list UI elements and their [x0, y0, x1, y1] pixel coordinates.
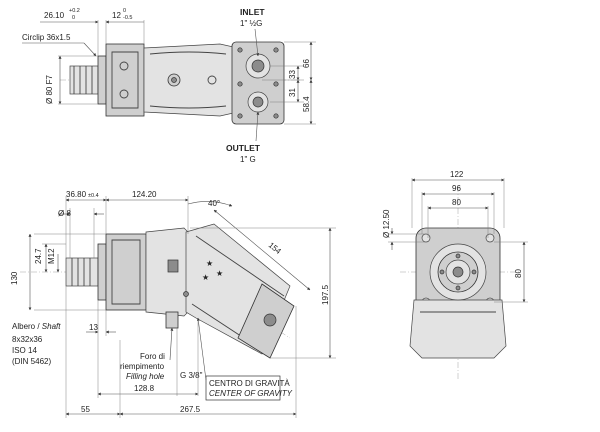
outlet-label: OUTLET [226, 143, 261, 153]
dim-24-7: 24.7 [34, 248, 43, 264]
dim-flange-tol-upper: +0.2 [69, 8, 80, 14]
star-icon: ★ [202, 273, 209, 282]
star-icon: ★ [206, 259, 213, 268]
dim-80-right: 80 [514, 269, 523, 278]
cog-box [205, 375, 281, 401]
pilot-diameter: Ø 80 F7 [45, 75, 54, 104]
dim-31: 31 [288, 88, 297, 97]
dim-80-top: 80 [452, 198, 461, 207]
outlet-size: 1" G [240, 155, 256, 164]
dim-shaft-step-tol-upper: 0 [123, 8, 126, 14]
circlip-label: Circlip 36x1.5 [22, 33, 71, 42]
dim-96: 96 [452, 184, 461, 193]
top-view: 26.10 +0.2 0 12 0 -0.5 Circlip 36x1.5 Ø … [22, 7, 316, 164]
cog-label-it: CENTRO DI GRAVITÀ [209, 379, 290, 388]
filling-hole-size: G 3/8" [180, 371, 203, 380]
dim-128-8: 128.8 [134, 384, 155, 393]
dim-angle: 40° [208, 199, 220, 208]
side-pilot [97, 243, 107, 301]
side-flange [105, 233, 147, 311]
dim-55: 55 [81, 405, 90, 414]
dim-197-5: 197.5 [321, 284, 330, 305]
filling-hole-boss [165, 311, 179, 329]
shaft-label: Albero / Shaft [12, 322, 61, 331]
side-shaft [65, 257, 99, 287]
dim-58-4: 58.4 [302, 96, 311, 112]
front-shaft [452, 266, 464, 278]
dim-267-5: 267.5 [180, 405, 201, 414]
dim-d8: Ø 8 [58, 209, 71, 218]
dim-36-80: 36.80 [66, 190, 87, 199]
front-view: 122 96 80 Ø 12.50 80 [382, 170, 528, 380]
cog-label-en: CENTER OF GRAVITY [209, 389, 293, 398]
dim-m12: M12 [47, 248, 56, 264]
top-body [143, 43, 239, 117]
top-shaft [69, 65, 99, 95]
din-spec: (DIN 5462) [12, 357, 51, 366]
dim-13: 13 [89, 323, 98, 332]
top-pilot [97, 55, 107, 105]
filling-hole-en: Filling hole [126, 372, 165, 381]
front-lower-housing [409, 299, 507, 359]
inlet-size: 1" ½G [240, 19, 262, 28]
iso-spec: ISO 14 [12, 346, 37, 355]
inlet-label: INLET [240, 7, 265, 17]
top-head [231, 41, 285, 125]
dim-33: 33 [288, 70, 297, 79]
dim-d12-50: Ø 12.50 [382, 209, 391, 238]
filling-hole-it: Foro di [140, 352, 165, 361]
filling-hole-it2: riempimento [120, 362, 165, 371]
star-icon: ★ [216, 269, 223, 278]
side-view: ★ ★ ★ 36.80 ±0.4 124.20 Ø 8 130 24.7 M12 [10, 190, 336, 418]
dim-154: 154 [267, 241, 283, 257]
dim-124-20: 124.20 [132, 190, 157, 199]
spline-spec: 8x32x36 [12, 335, 43, 344]
dim-130: 130 [10, 271, 19, 285]
dim-66: 66 [302, 59, 311, 68]
dim-shaft-step: 12 [112, 11, 121, 20]
dim-flange-tol-lower: 0 [72, 15, 75, 21]
dim-shaft-step-tol-lower: -0.5 [123, 15, 132, 21]
nameplate [167, 259, 179, 273]
dim-122: 122 [450, 170, 464, 179]
dim-flange: 26.10 [44, 11, 65, 20]
dim-36-80-tol: ±0.4 [88, 193, 99, 199]
